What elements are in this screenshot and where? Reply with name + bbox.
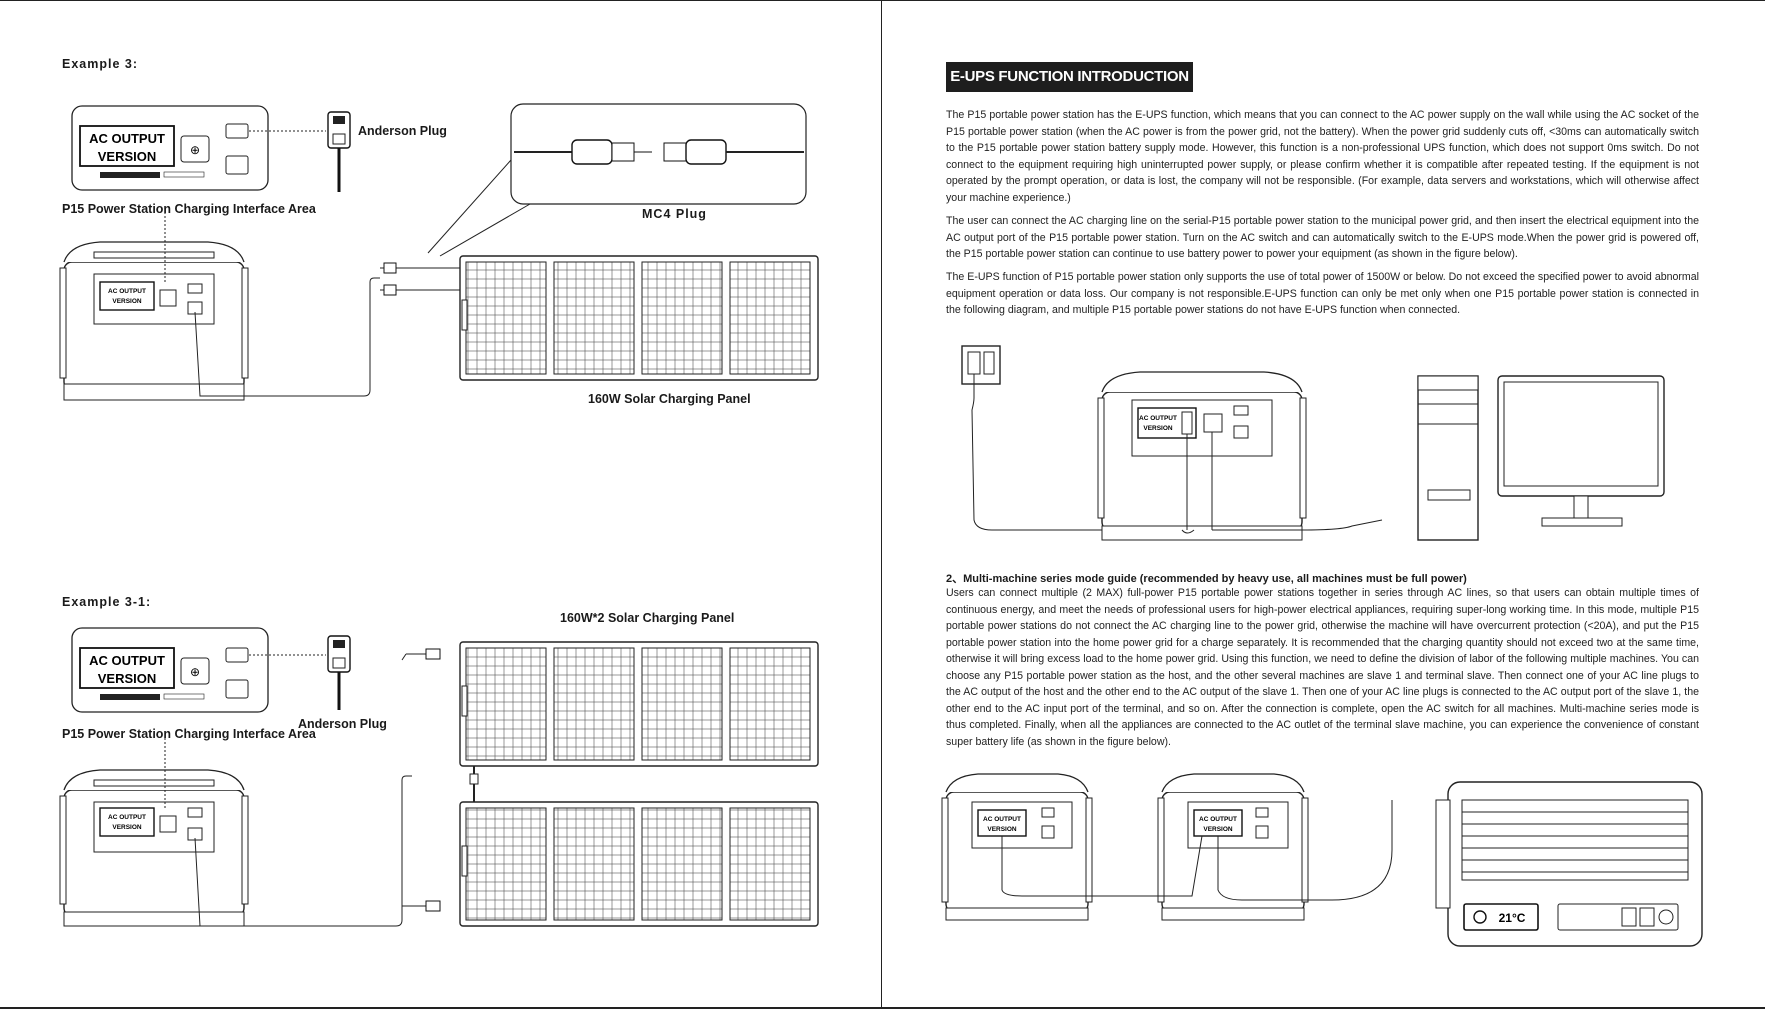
fig2-terminal-text-2: VERSION [1203, 826, 1233, 833]
air-conditioner-icon: 21°C [1435, 781, 1703, 947]
power-station-ex3-1: AC OUTPUT VERSION [59, 769, 249, 927]
solar-panel-ex3-1-top [459, 641, 819, 767]
fig2-terminal-text-1: AC OUTPUT [1199, 816, 1237, 823]
power-station-terminal: AC OUTPUT VERSION [1157, 773, 1309, 921]
example-3-title: Example 3: [62, 57, 139, 71]
anderson-plug-label-ex3-1: Anderson Plug [298, 717, 387, 731]
anderson-plug-label-ex3: Anderson Plug [358, 124, 447, 138]
wall-socket-icon [961, 345, 1001, 385]
fig2-host-text-1: AC OUTPUT [983, 816, 1021, 823]
paragraph-3: The E-UPS function of P15 portable power… [946, 271, 1699, 316]
anderson-plug-icon [327, 111, 351, 192]
ex3-panel-text-2: VERSION [98, 149, 157, 164]
ex3-station-text-2: VERSION [112, 298, 142, 305]
ex3-1-station-text-2: VERSION [112, 824, 142, 831]
fig1-station-text-1: AC OUTPUT [1139, 415, 1177, 422]
fig2-host-text-2: VERSION [987, 826, 1017, 833]
ex3-panel-text-1: AC OUTPUT [89, 131, 165, 146]
power-station-ex3: AC OUTPUT VERSION [59, 241, 249, 401]
paragraph-2: The user can connect the AC charging lin… [946, 215, 1699, 260]
pc-tower-icon [1417, 375, 1479, 541]
fig1-station-text-2: VERSION [1143, 425, 1173, 432]
power-station-host: AC OUTPUT VERSION [941, 773, 1093, 921]
right-page-diagrams: AC OUTPUT VERSION AC OUTPUT VERSION [941, 345, 1703, 947]
svg-text:⊕: ⊕ [190, 143, 200, 157]
interface-panel-ex3-1: AC OUTPUT VERSION ⊕ [71, 627, 269, 713]
solar-panel-ex3-1-bottom [459, 801, 819, 927]
mc4-plug-callout [427, 103, 807, 257]
eups-banner: E-UPS FUNCTION INTRODUCTION [946, 62, 1193, 92]
guide-paragraph: Users can connect multiple (2 MAX) full-… [946, 587, 1699, 748]
svg-text:⊕: ⊕ [190, 665, 200, 679]
anderson-plug-icon-2 [327, 635, 351, 710]
page-divider [881, 0, 882, 1009]
ex3-1-panel-text-2: VERSION [98, 671, 157, 686]
ex3-1-station-text-1: AC OUTPUT [108, 814, 146, 821]
solar-panel-ex3 [459, 255, 819, 381]
mc4-plug-label: MC4 Plug [642, 207, 707, 221]
solar-panel-label-ex3-1: 160W*2 Solar Charging Panel [560, 611, 735, 625]
solar-panel-label-ex3: 160W Solar Charging Panel [588, 392, 751, 406]
ex3-1-panel-text-1: AC OUTPUT [89, 653, 165, 668]
monitor-icon [1497, 375, 1665, 527]
example-3-1-title: Example 3-1: [62, 595, 152, 609]
interface-panel-ex3: AC OUTPUT VERSION ⊕ [71, 105, 269, 191]
interface-label-ex3: P15 Power Station Charging Interface Are… [62, 202, 316, 216]
paragraph-1: The P15 portable power station has the E… [946, 109, 1699, 204]
power-station-fig1: AC OUTPUT VERSION [1097, 371, 1307, 541]
left-page-diagrams: AC OUTPUT VERSION ⊕ AC OUTPUT [59, 103, 819, 927]
ex3-station-text-1: AC OUTPUT [108, 288, 146, 295]
ac-unit-temp: 21°C [1499, 911, 1526, 925]
guide-heading: 2、Multi-machine series mode guide (recom… [946, 573, 1467, 585]
interface-label-ex3-1: P15 Power Station Charging Interface Are… [62, 727, 316, 741]
